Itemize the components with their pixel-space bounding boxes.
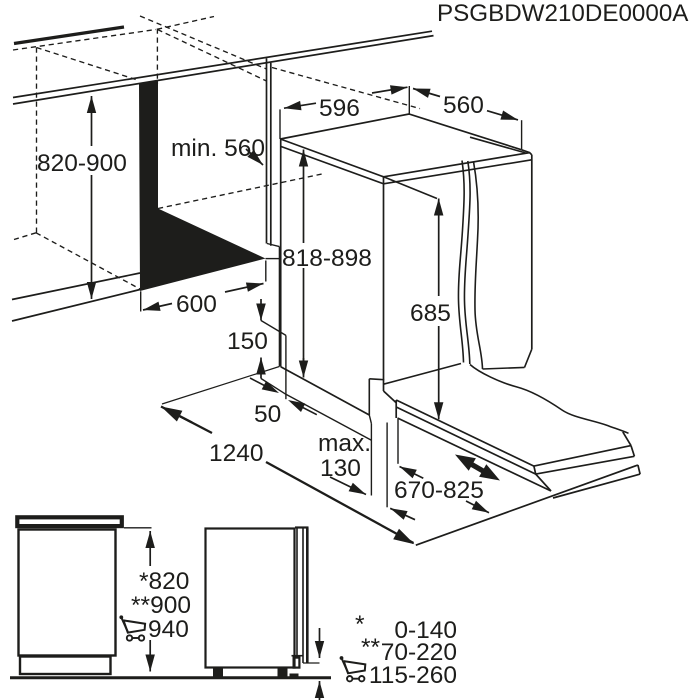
svg-text:818-898: 818-898	[282, 245, 372, 272]
svg-text:**900: **900	[131, 592, 191, 619]
svg-text:0-140: 0-140	[394, 617, 457, 644]
svg-text:685: 685	[410, 300, 451, 327]
svg-text:600: 600	[176, 291, 217, 318]
svg-text:820-900: 820-900	[37, 150, 127, 177]
svg-text:115-260: 115-260	[369, 662, 457, 689]
svg-text:1240: 1240	[209, 440, 264, 467]
svg-text:**: **	[361, 634, 381, 661]
svg-text:150: 150	[227, 328, 268, 355]
svg-text:50: 50	[254, 401, 281, 428]
svg-text:596: 596	[319, 95, 360, 122]
svg-text:PSGBDW210DE0000A: PSGBDW210DE0000A	[437, 0, 689, 27]
svg-text:670-825: 670-825	[394, 477, 484, 504]
svg-text:70-220: 70-220	[381, 639, 457, 666]
svg-text:*: *	[355, 611, 365, 638]
svg-text:560: 560	[443, 92, 484, 119]
svg-text:130: 130	[320, 455, 361, 482]
svg-text:940: 940	[148, 616, 189, 643]
svg-text:*820: *820	[139, 568, 189, 595]
svg-text:max.: max.	[318, 430, 371, 457]
